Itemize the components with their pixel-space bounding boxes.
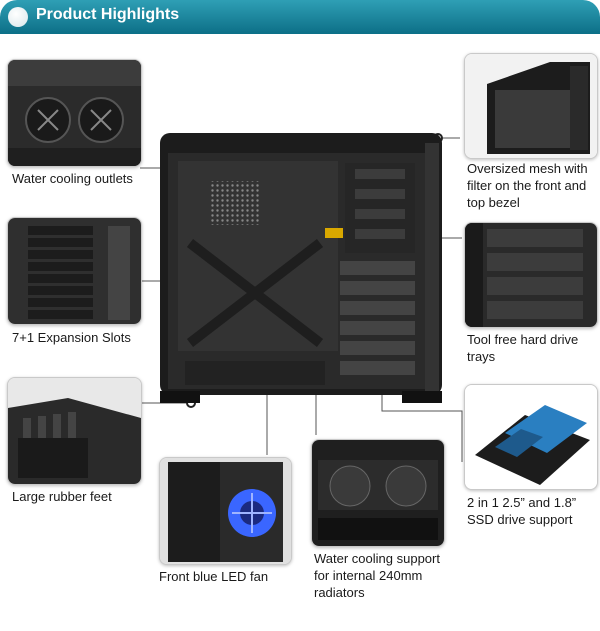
section-header: Product Highlights [0,0,600,34]
caption-radiator-support: Water cooling support for internal 240mm… [314,551,440,600]
caption-water-cooling-outlets: Water cooling outlets [12,171,133,186]
thumb-ssd-support [464,384,598,490]
thumb-hdd-trays [464,222,598,328]
thumb-rubber-feet [7,377,142,485]
thumb-expansion-slots [7,217,142,325]
caption-expansion-slots: 7+1 Expansion Slots [12,330,131,345]
case-image [160,133,442,405]
thumb-oversized-mesh [464,53,598,159]
section-title: Product Highlights [36,6,180,23]
caption-hdd-trays: Tool free hard drive trays [467,332,579,364]
caption-oversized-mesh: Oversized mesh with filter on the front … [467,161,588,210]
caption-ssd-support: 2 in 1 2.5” and 1.8” SSD drive support [467,495,577,527]
caption-rubber-feet: Large rubber feet [12,489,112,504]
caption-led-fan: Front blue LED fan [159,569,269,584]
radio-dot-icon [8,7,28,27]
thumb-water-cooling-outlets [7,59,142,167]
thumb-radiator-support [311,439,445,547]
thumb-led-fan [159,457,292,565]
